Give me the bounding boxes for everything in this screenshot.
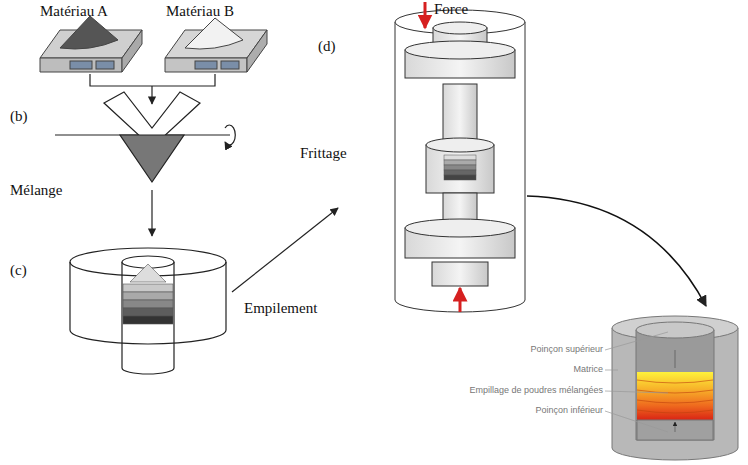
part-label: Empillage de poudres mélangées xyxy=(468,385,604,395)
force-label: Force xyxy=(434,1,468,18)
part-label: Poinçon inférieur xyxy=(534,405,604,415)
part-label: Matrice xyxy=(572,364,604,374)
step-label: Empilement xyxy=(244,300,317,317)
material-label: Matériau B xyxy=(166,3,234,20)
part-label: Poinçon supérieur xyxy=(529,344,604,354)
step-label: Mélange xyxy=(10,182,62,199)
material-label: Matériau A xyxy=(40,3,108,20)
step-letter: (d) xyxy=(318,38,336,55)
step-letter: (c) xyxy=(10,262,27,279)
step-letter: (b) xyxy=(10,108,28,125)
step-label: Frittage xyxy=(300,145,347,162)
